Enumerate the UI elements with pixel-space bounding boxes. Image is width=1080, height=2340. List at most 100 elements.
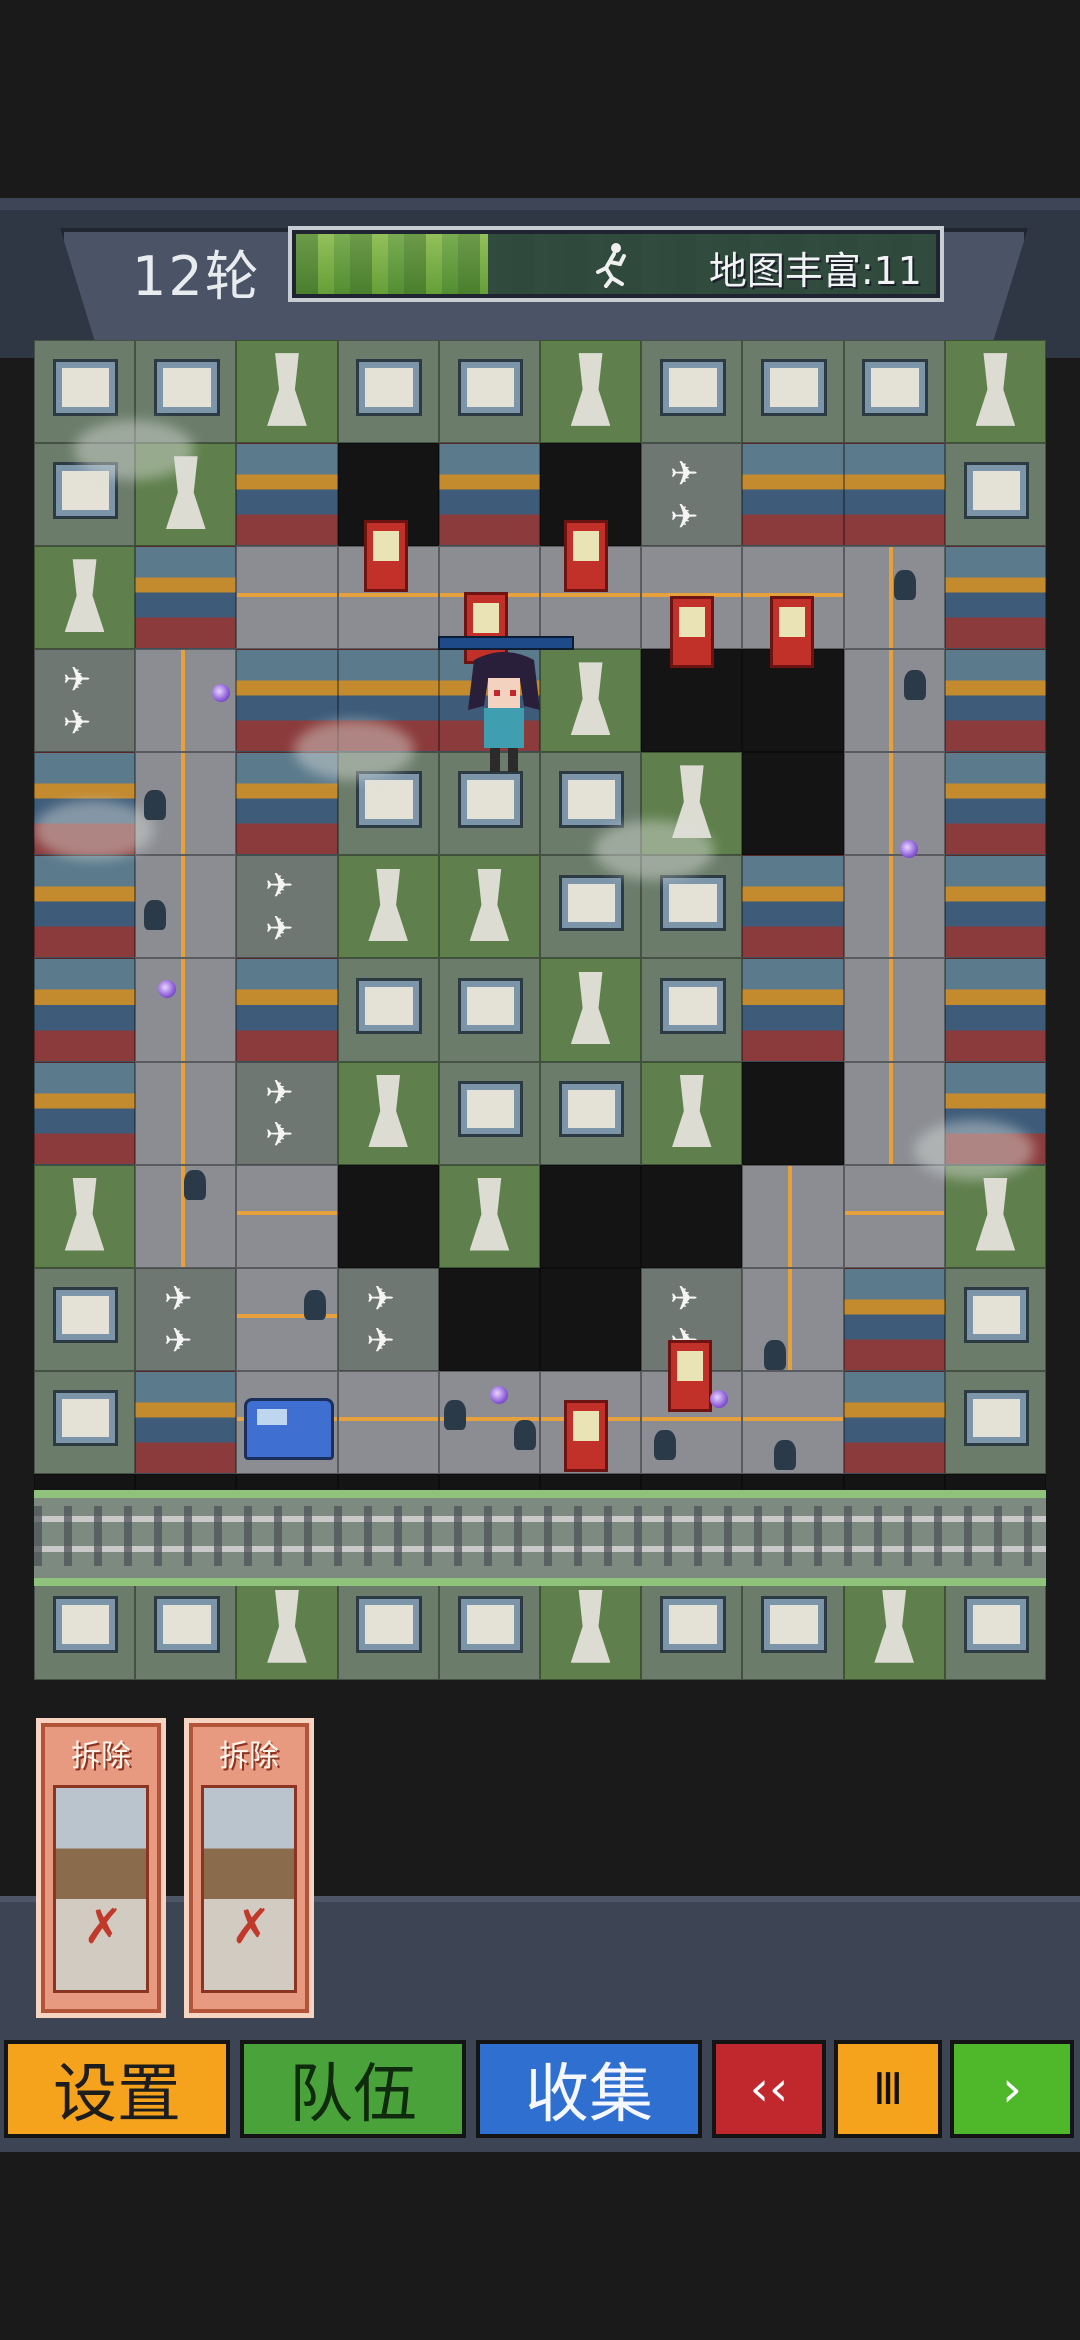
tile-apartments[interactable] xyxy=(438,443,540,547)
vending-machine-icon[interactable] xyxy=(670,596,714,668)
tile-lab[interactable] xyxy=(641,1576,743,1680)
tile-road[interactable] xyxy=(236,546,338,650)
tile-cooling-tower[interactable] xyxy=(337,855,439,959)
tile-road[interactable] xyxy=(135,958,237,1062)
tile-apartments[interactable] xyxy=(236,443,338,547)
tile-apartments[interactable] xyxy=(337,649,439,753)
tile-airport[interactable] xyxy=(641,443,743,547)
enemy-shadow[interactable] xyxy=(654,1430,676,1460)
tile-lab[interactable] xyxy=(641,958,743,1062)
tile-lab[interactable] xyxy=(539,1061,642,1165)
tile-apartments[interactable] xyxy=(944,546,1046,650)
tile-cooling-tower[interactable] xyxy=(236,340,338,444)
tile-apartments[interactable] xyxy=(944,958,1046,1062)
enemy-shadow[interactable] xyxy=(894,570,916,600)
vending-machine-icon[interactable] xyxy=(564,1400,608,1472)
tile-apartments[interactable] xyxy=(843,1370,945,1474)
tile-empty[interactable] xyxy=(641,1164,743,1268)
tile-cooling-tower[interactable] xyxy=(944,340,1046,444)
tile-cooling-tower[interactable] xyxy=(135,443,237,547)
tile-apartments[interactable] xyxy=(34,752,136,856)
tile-empty[interactable] xyxy=(742,1061,844,1165)
tile-airport[interactable] xyxy=(34,649,136,753)
tile-cooling-tower[interactable] xyxy=(539,649,642,753)
tile-lab[interactable] xyxy=(438,1061,540,1165)
tile-lab[interactable] xyxy=(34,1576,136,1680)
tile-cooling-tower[interactable] xyxy=(641,752,743,856)
pause-button[interactable]: Ⅲ xyxy=(834,2040,942,2138)
loot-orb[interactable] xyxy=(900,840,918,858)
tile-apartments[interactable] xyxy=(843,443,945,547)
tile-lab[interactable] xyxy=(944,1267,1046,1371)
tile-road[interactable] xyxy=(337,1370,439,1474)
loot-orb[interactable] xyxy=(490,1386,508,1404)
tile-apartments[interactable] xyxy=(843,1267,945,1371)
tile-road[interactable] xyxy=(742,1267,844,1371)
tile-empty[interactable] xyxy=(742,752,844,856)
tile-lab[interactable] xyxy=(944,1370,1046,1474)
tile-lab[interactable] xyxy=(641,340,743,444)
tile-airport[interactable] xyxy=(135,1267,237,1371)
tile-road[interactable] xyxy=(843,752,945,856)
tile-cooling-tower[interactable] xyxy=(539,958,642,1062)
loot-orb[interactable] xyxy=(710,1390,728,1408)
tile-cooling-tower[interactable] xyxy=(236,1576,338,1680)
tile-cooling-tower[interactable] xyxy=(438,855,540,959)
tile-cooling-tower[interactable] xyxy=(34,546,136,650)
enemy-shadow[interactable] xyxy=(144,790,166,820)
tile-apartments[interactable] xyxy=(34,958,136,1062)
loot-orb[interactable] xyxy=(158,980,176,998)
tile-apartments[interactable] xyxy=(236,752,338,856)
vending-machine-icon[interactable] xyxy=(364,520,408,592)
tile-lab[interactable] xyxy=(34,340,136,444)
collect-button[interactable]: 收集 xyxy=(476,2040,702,2138)
tile-cooling-tower[interactable] xyxy=(539,340,642,444)
tile-road[interactable] xyxy=(135,1061,237,1165)
game-map[interactable] xyxy=(34,340,1046,1680)
enemy-shadow[interactable] xyxy=(764,1340,786,1370)
tile-road[interactable] xyxy=(236,1164,338,1268)
tile-apartments[interactable] xyxy=(236,958,338,1062)
enemy-shadow[interactable] xyxy=(774,1440,796,1470)
tile-cooling-tower[interactable] xyxy=(944,1164,1046,1268)
settings-button[interactable]: 设置 xyxy=(4,2040,230,2138)
tile-cooling-tower[interactable] xyxy=(843,1576,945,1680)
vending-machine-icon[interactable] xyxy=(564,520,608,592)
tile-apartments[interactable] xyxy=(742,443,844,547)
tile-lab[interactable] xyxy=(438,340,540,444)
tile-lab[interactable] xyxy=(337,340,439,444)
tile-lab[interactable] xyxy=(944,1576,1046,1680)
vending-machine-icon[interactable] xyxy=(464,592,508,664)
tile-road[interactable] xyxy=(742,1164,844,1268)
tile-lab[interactable] xyxy=(438,1576,540,1680)
tile-empty[interactable] xyxy=(438,1267,540,1371)
tile-lab[interactable] xyxy=(539,855,642,959)
vending-machine-icon[interactable] xyxy=(668,1340,712,1412)
enemy-shadow[interactable] xyxy=(904,670,926,700)
tile-apartments[interactable] xyxy=(742,855,844,959)
tile-road[interactable] xyxy=(843,958,945,1062)
tile-apartments[interactable] xyxy=(135,1370,237,1474)
tile-apartments[interactable] xyxy=(742,958,844,1062)
team-button[interactable]: 队伍 xyxy=(240,2040,466,2138)
enemy-shadow[interactable] xyxy=(184,1170,206,1200)
tile-lab[interactable] xyxy=(944,443,1046,547)
tile-lab[interactable] xyxy=(742,1576,844,1680)
rewind-button[interactable]: ‹‹ xyxy=(712,2040,826,2138)
tile-lab[interactable] xyxy=(337,1576,439,1680)
enemy-shadow[interactable] xyxy=(144,900,166,930)
tile-airport[interactable] xyxy=(236,855,338,959)
tile-lab[interactable] xyxy=(337,958,439,1062)
card-demolish[interactable]: 拆除 xyxy=(184,1718,314,2018)
tile-airport[interactable] xyxy=(236,1061,338,1165)
tile-cooling-tower[interactable] xyxy=(539,1576,642,1680)
forward-button[interactable]: › xyxy=(950,2040,1074,2138)
tile-lab[interactable] xyxy=(438,958,540,1062)
tile-lab[interactable] xyxy=(539,752,642,856)
enemy-shadow[interactable] xyxy=(444,1400,466,1430)
card-demolish[interactable]: 拆除 xyxy=(36,1718,166,2018)
tile-lab[interactable] xyxy=(135,1576,237,1680)
tile-road[interactable] xyxy=(843,649,945,753)
tile-apartments[interactable] xyxy=(135,546,237,650)
vending-machine-icon[interactable] xyxy=(770,596,814,668)
